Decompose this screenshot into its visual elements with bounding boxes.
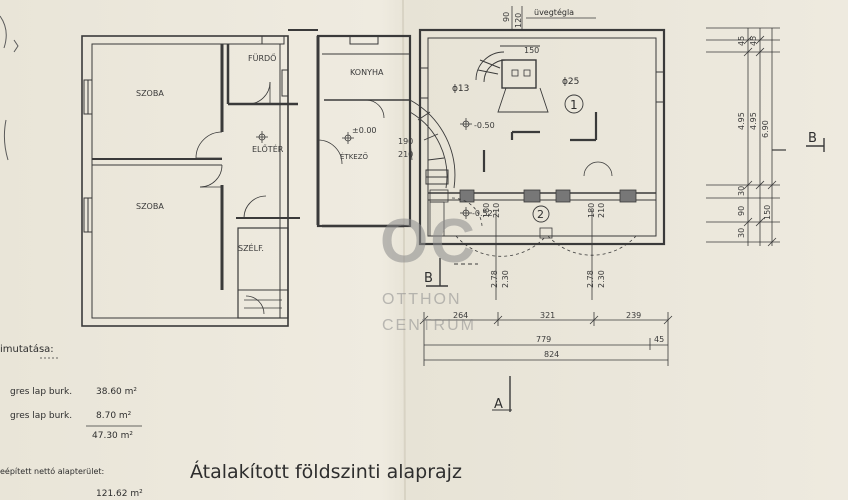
right-wing-walls bbox=[418, 28, 666, 246]
area-row2-label: gres lap burk. bbox=[10, 411, 72, 421]
dim-90: 90 bbox=[502, 12, 511, 22]
dim-210-c: 210 bbox=[597, 203, 606, 218]
room-label-szoba-1: SZOBA bbox=[136, 89, 164, 98]
room-label-etkezo: ÉTKEZŐ bbox=[340, 152, 369, 161]
sec-dim-90: 90 bbox=[737, 206, 746, 216]
plan-annotations: üvegtégla ϕ13 ϕ25 ±0.00 -0.50 -0.52 150 … bbox=[352, 7, 606, 288]
room-number-2-circle bbox=[532, 205, 550, 223]
dim-180-b: 180 bbox=[587, 203, 596, 218]
room-labels: SZOBA SZOBA FÜRDŐ KONYHA ELŐTÉR ÉTKEZŐ S… bbox=[136, 53, 578, 253]
dim-45-end: 45 bbox=[654, 335, 664, 344]
section-dimension-labels: 45 45 4.95 4.95 6.90 30 90 150 30 bbox=[737, 36, 772, 238]
dim-230-b: 2.30 bbox=[597, 270, 606, 288]
room-label-konyha: KONYHA bbox=[350, 68, 384, 77]
area-total: 47.30 m² bbox=[92, 431, 133, 441]
area-table-heading: imutatása: bbox=[0, 343, 54, 355]
section-a-bottom: A bbox=[494, 397, 503, 412]
sec-dim-30-a: 30 bbox=[737, 186, 746, 196]
dimension-lines bbox=[409, 6, 673, 366]
dim-210: 210 bbox=[398, 150, 413, 159]
dim-779: 779 bbox=[536, 335, 551, 344]
area-row1-label: gres lap burk. bbox=[10, 387, 72, 397]
dim-824: 824 bbox=[544, 350, 559, 359]
label-uvegtegla: üvegtégla bbox=[534, 7, 574, 17]
sec-dim-690: 6.90 bbox=[761, 120, 770, 138]
watermark-logo: OC bbox=[380, 207, 477, 276]
area-table-lines bbox=[40, 357, 142, 427]
room-number-2: 2 bbox=[537, 208, 544, 221]
area-row2-value: 8.70 m² bbox=[96, 411, 132, 421]
dim-278-b: 2.78 bbox=[586, 270, 595, 288]
room-label-eloter: ELŐTÉR bbox=[252, 143, 284, 154]
dim-120: 120 bbox=[514, 13, 523, 28]
right-windows bbox=[419, 67, 665, 185]
section-dimension-stack bbox=[706, 27, 780, 247]
net-area-value: 121.62 m² bbox=[96, 489, 143, 499]
plan-title: Átalakított földszinti alaprajz bbox=[190, 460, 462, 483]
area-table: imutatása: gres lap burk. 38.60 m² gres … bbox=[0, 343, 143, 499]
left-windows bbox=[83, 35, 379, 233]
room-number-1: 1 bbox=[570, 98, 578, 112]
dim-190: 190 bbox=[398, 137, 413, 146]
sec-dim-45-b: 45 bbox=[749, 36, 758, 46]
section-letters: B B A bbox=[424, 131, 817, 412]
dim-239: 239 bbox=[626, 311, 641, 320]
level-markers bbox=[256, 118, 472, 219]
area-row1-value: 38.60 m² bbox=[96, 387, 137, 397]
dim-230-a: 2.30 bbox=[501, 270, 510, 288]
room-label-szelf: SZÉLF. bbox=[238, 242, 264, 253]
bottom-dimensions: 264 321 239 779 45 824 bbox=[453, 311, 664, 359]
room-number-1-circle bbox=[564, 94, 584, 114]
dim-264: 264 bbox=[453, 311, 468, 320]
label-150: 150 bbox=[524, 46, 539, 55]
margin-sketch bbox=[0, 15, 19, 161]
sec-dim-45-a: 45 bbox=[737, 36, 746, 46]
level-0: ±0.00 bbox=[352, 126, 377, 135]
pillars bbox=[429, 189, 637, 239]
label-fi25: ϕ25 bbox=[562, 77, 579, 87]
section-marks bbox=[426, 138, 825, 412]
section-b-left: B bbox=[424, 271, 433, 286]
left-door-swings bbox=[195, 81, 385, 315]
level-052: -0.52 bbox=[472, 209, 493, 218]
net-area-label: eépített nettó alapterület: bbox=[0, 466, 104, 476]
sec-dim-150: 150 bbox=[763, 205, 772, 220]
watermark: OC OTTHON CENTRUM bbox=[380, 207, 477, 334]
watermark-line1: OTTHON bbox=[382, 291, 462, 308]
room-label-furdo: FÜRDŐ bbox=[248, 53, 276, 63]
section-b-right: B bbox=[808, 131, 817, 146]
paper-fold bbox=[402, 0, 406, 500]
level-050: -0.50 bbox=[474, 121, 495, 130]
room-label-szoba-2: SZOBA bbox=[136, 202, 164, 211]
sec-dim-495-b: 4.95 bbox=[749, 112, 758, 130]
sec-dim-30-b: 30 bbox=[737, 228, 746, 238]
left-wing-walls bbox=[81, 29, 412, 327]
label-fi13: ϕ13 bbox=[452, 84, 469, 94]
dim-278-a: 2.78 bbox=[490, 270, 499, 288]
sec-dim-495-a: 4.95 bbox=[737, 112, 746, 130]
dim-210-b: 210 bbox=[492, 203, 501, 218]
dim-321: 321 bbox=[540, 311, 555, 320]
dim-180-a: 180 bbox=[482, 203, 491, 218]
watermark-line2: CENTRUM bbox=[382, 317, 476, 334]
